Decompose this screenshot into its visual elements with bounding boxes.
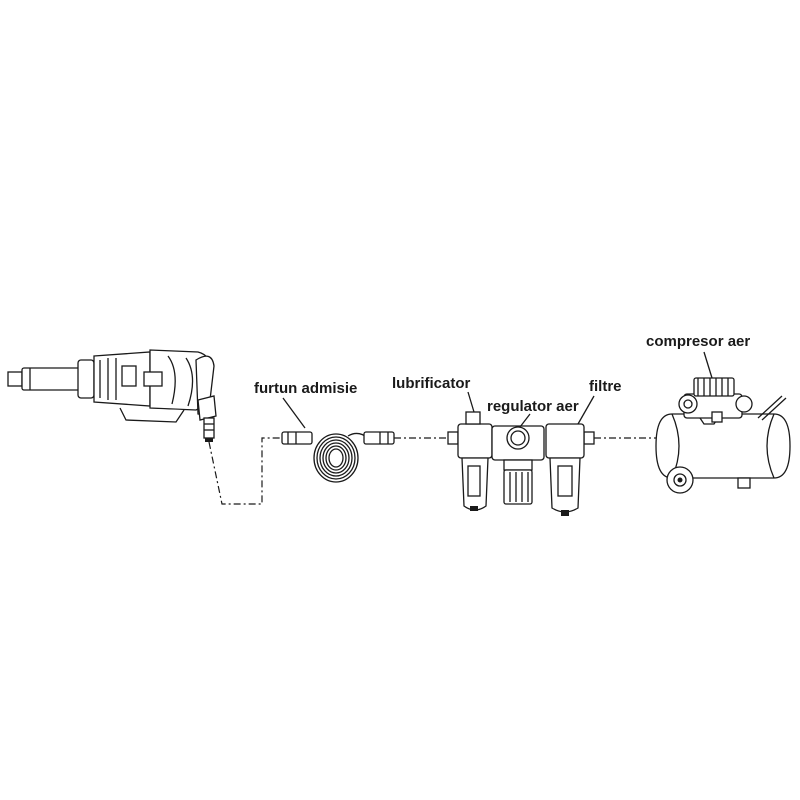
frl-unit-icon [447,391,595,516]
coiled-hose-icon [281,397,395,483]
air-line [208,437,658,505]
label-compressor: compresor aer [646,333,750,350]
impact-wrench-icon [7,349,217,442]
label-regulator: regulator aer [487,398,579,415]
label-filters: filtre [589,378,622,395]
label-hose: furtun admisie [254,380,357,397]
air-compressor-icon [655,351,791,494]
label-lubricator: lubrificator [392,375,471,392]
